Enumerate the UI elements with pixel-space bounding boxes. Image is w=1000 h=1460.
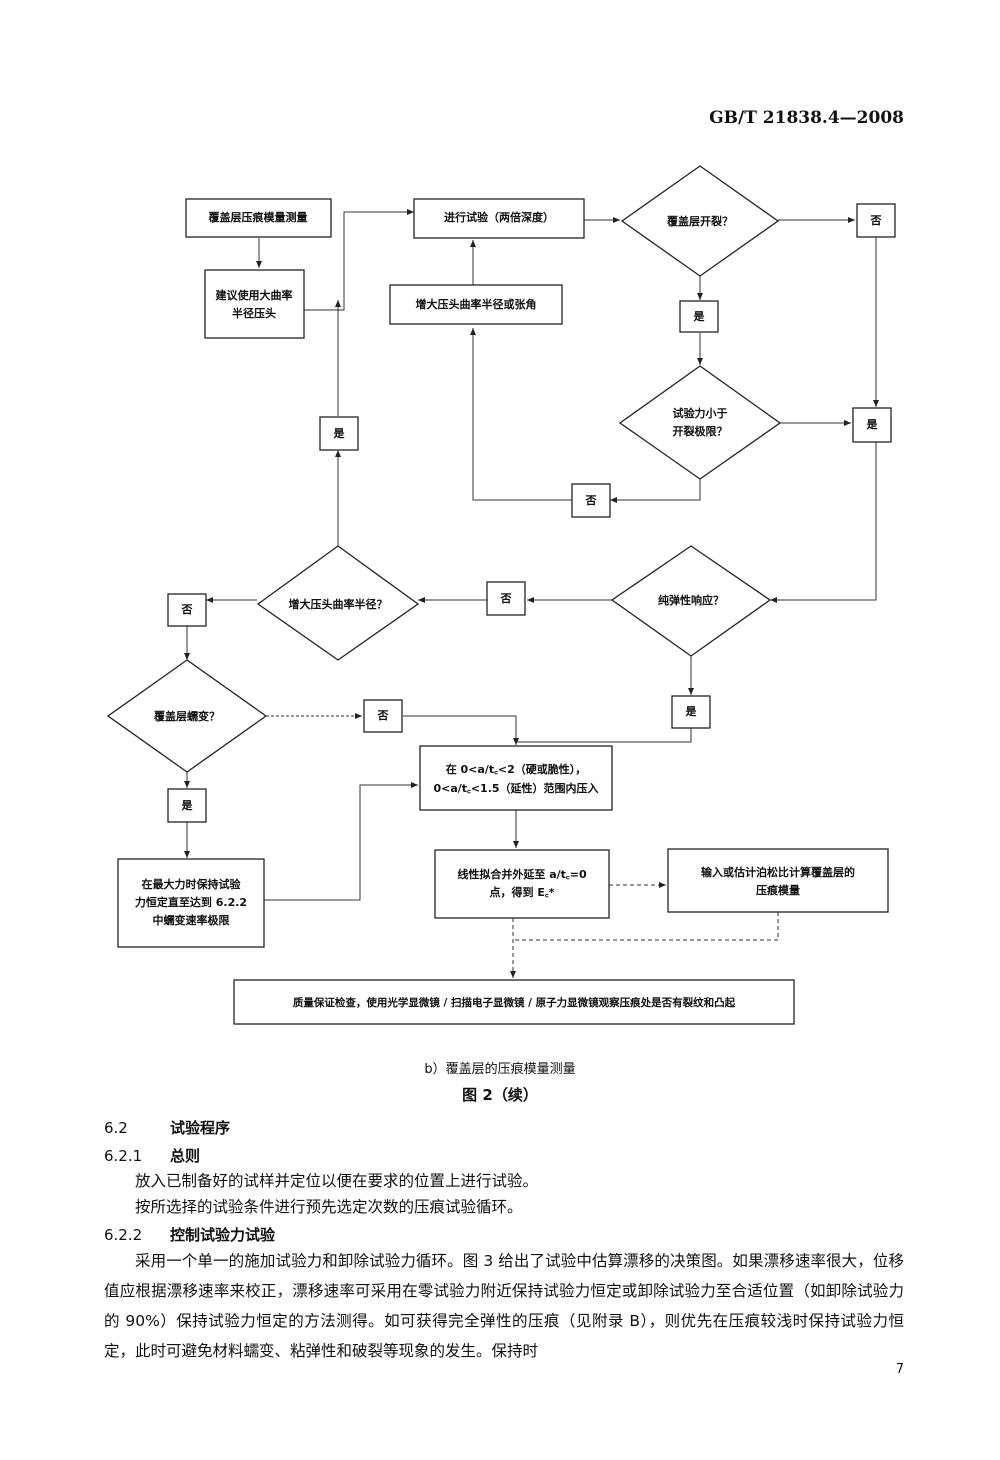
- label-box-yes-4: [671, 695, 711, 729]
- text-increase-radius-angle: 增大压头曲率半径或张角: [416, 297, 537, 311]
- box-input-poisson: [667, 848, 889, 913]
- label-box-no-4: [167, 593, 207, 627]
- text-force-2: 开裂极限？: [673, 424, 728, 438]
- label-box-no-3: [486, 581, 526, 616]
- section-6-2-1-heading: 6.2.1 总则: [104, 1145, 200, 1166]
- label-box-no-1: [856, 203, 896, 238]
- text-hold-3: 中蠕变速率极限: [153, 913, 230, 927]
- text-diamond-cracking: 覆盖层开裂？: [667, 214, 733, 228]
- box-coating-modulus-measurement: [185, 198, 332, 238]
- text-input-1: 输入或估计泊松比计算覆盖层的: [701, 865, 855, 879]
- text-input-2: 压痕模量: [756, 883, 800, 897]
- text-no-4: 否: [181, 603, 193, 616]
- paragraph-6-2-2-1: 采用一个单一的施加试验力和卸除试验力循环。图 3 给出了试验中估算漂移的决策图。…: [104, 1252, 904, 1360]
- diamond-pure-elastic: [610, 545, 772, 657]
- text-no-5: 否: [377, 709, 389, 722]
- text-yes-3: 是: [333, 427, 346, 440]
- diamond-increase-radius: [256, 545, 420, 661]
- text-fit-2: 点，得到 E꜀*: [490, 885, 555, 899]
- label-box-no-2: [571, 483, 611, 518]
- box-run-test: [413, 198, 585, 239]
- flowchart-connectors: [184, 209, 879, 901]
- diamond-coating-creep: [106, 659, 268, 773]
- box-quality-check: [233, 979, 795, 1025]
- text-no-3: 否: [500, 592, 512, 605]
- text-range-2: 0<a/t꜀<1.5（延性）范围内压入: [433, 781, 598, 795]
- text-run-test: 进行试验（两倍深度）: [444, 210, 554, 224]
- label-box-yes-2: [852, 407, 892, 443]
- text-no-2: 否: [585, 494, 597, 507]
- text-hold-2: 力恒定直至达到 6.2.2: [135, 895, 247, 909]
- page-number: 7: [895, 1362, 904, 1377]
- text-yes-4: 是: [685, 705, 698, 718]
- text-no-1: 否: [870, 214, 882, 227]
- text-hold-1: 在最大力时保持试验: [142, 877, 242, 891]
- label-box-yes-3: [319, 416, 359, 451]
- figure-caption: 图 2（续）: [462, 1086, 538, 1104]
- box-indentation-range: [419, 745, 613, 811]
- section-6-2-2-title: 控制试验力试验: [170, 1226, 276, 1244]
- flowchart: 覆盖层压痕模量测量 建议使用大曲率 半径压头 进行试验（两倍深度） 增大压头曲率…: [106, 165, 896, 1025]
- text-range-1: 在 0<a/t꜀<2（硬或脆性），: [446, 762, 587, 776]
- section-6-2-title: 试验程序: [170, 1119, 231, 1137]
- section-6-2-2-heading: 6.2.2 控制试验力试验: [104, 1224, 275, 1245]
- standard-number: GB/T 21838.4—2008: [709, 108, 904, 128]
- text-yes-2: 是: [866, 418, 879, 431]
- section-6-2-number: 6.2: [104, 1119, 128, 1137]
- text-suggest-2: 半径压头: [232, 306, 276, 320]
- label-box-yes-5: [167, 788, 207, 823]
- text-box-measure: 覆盖层压痕模量测量: [209, 210, 308, 224]
- text-quality-check: 质量保证检查，使用光学显微镜 / 扫描电子显微镜 / 原子力显微镜观察压痕处是否…: [293, 996, 736, 1009]
- section-6-2-1-number: 6.2.1: [104, 1147, 143, 1165]
- text-suggest-1: 建议使用大曲率: [216, 288, 293, 302]
- section-6-2-1-title: 总则: [170, 1147, 201, 1165]
- text-diamond-creep: 覆盖层蠕变？: [154, 709, 220, 723]
- text-fit-1: 线性拟合并外延至 a/t꜀=0: [457, 867, 587, 881]
- diamond-force-below-limit: [618, 365, 782, 480]
- flowchart-dashed-connectors: [510, 882, 779, 978]
- text-diamond-increase-radius: 增大压头曲率半径？: [289, 597, 388, 611]
- box-increase-radius-or-angle: [389, 284, 563, 325]
- paragraph-6-2-1-1: 放入已制备好的试样并定位以便在要求的位置上进行试验。: [135, 1172, 539, 1190]
- text-force-1: 试验力小于: [673, 406, 728, 420]
- box-linear-fit: [434, 849, 610, 919]
- section-6-2-2-number: 6.2.2: [104, 1226, 143, 1244]
- box-hold-force: [117, 858, 265, 948]
- text-yes-1: 是: [693, 310, 706, 323]
- figure-subcaption: b）覆盖层的压痕模量测量: [424, 1062, 576, 1077]
- text-diamond-elastic: 纯弹性响应？: [658, 593, 724, 607]
- label-box-no-5: [363, 699, 403, 733]
- paragraph-6-2-1-2: 按所选择的试验条件进行预先选定次数的压痕试验循环。: [135, 1198, 523, 1216]
- box-suggest-large-radius: [204, 269, 305, 339]
- label-box-yes-1: [679, 300, 719, 333]
- section-6-2-heading: 6.2 试验程序: [104, 1117, 230, 1138]
- text-yes-5: 是: [181, 799, 194, 812]
- diamond-coating-cracking: [620, 165, 780, 277]
